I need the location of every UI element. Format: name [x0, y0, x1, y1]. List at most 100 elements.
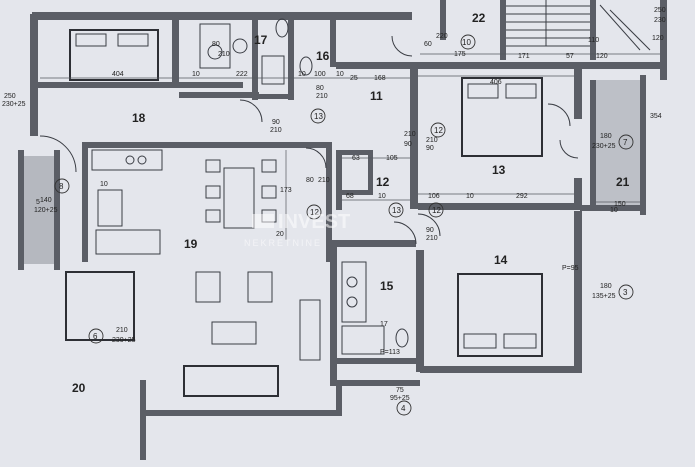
- shower-17: [199, 23, 231, 69]
- room-label-22: 22: [472, 11, 486, 25]
- marker-13b: 13: [392, 206, 401, 215]
- dim-63: 63: [352, 155, 360, 162]
- wall-17-bottom: [179, 92, 259, 98]
- door-swing-18: [239, 99, 263, 123]
- wall-18-17: [172, 12, 179, 88]
- dim-406: 406: [490, 79, 502, 86]
- dim-150: 150: [614, 201, 626, 208]
- dim-75: 75: [396, 387, 404, 394]
- dim-57: 57: [566, 53, 574, 60]
- room-label-13: 13: [492, 163, 506, 177]
- dim-5: 5: [36, 199, 40, 206]
- hob-2: [137, 155, 147, 165]
- dim-110: 110: [588, 37, 599, 44]
- toilet-17: [275, 18, 289, 38]
- pillow-13b: [505, 83, 537, 99]
- wall-15-top: [330, 240, 416, 247]
- wall-left-upper: [30, 14, 38, 136]
- dim-230-25b: 230+25: [592, 143, 616, 150]
- wall-terrace-20-right: [140, 380, 146, 460]
- dim-404: 404: [112, 71, 124, 78]
- wall-13-right-lower: [574, 178, 582, 208]
- wall-stair-left: [500, 0, 506, 60]
- armchair-2: [247, 271, 273, 303]
- toilet-16: [299, 56, 313, 76]
- marker-3: 3: [623, 288, 628, 297]
- dim-210f: 210: [116, 327, 128, 334]
- armchair-1: [195, 271, 221, 303]
- dim-210c: 210: [426, 137, 438, 144]
- wall-corridor-top: [336, 62, 666, 69]
- wall-21-right: [640, 75, 646, 215]
- room-label-11: 11: [370, 89, 383, 103]
- dim-210a: 210: [270, 127, 282, 134]
- dim-10g: 10: [610, 207, 618, 214]
- chair-1: [205, 159, 221, 173]
- marker-4: 4: [401, 404, 406, 413]
- wall-22-left: [440, 0, 446, 40]
- wall-12-left: [336, 150, 342, 210]
- dim-100: 100: [314, 71, 326, 78]
- room-label-21: 21: [616, 175, 630, 189]
- wall-stair-right: [590, 0, 596, 60]
- dim-135-25: 135+25: [592, 293, 616, 300]
- chair-4: [261, 159, 277, 173]
- marker-7: 7: [623, 138, 628, 147]
- dim-173: 173: [280, 187, 292, 194]
- dim-95-25: 95+25: [390, 395, 410, 402]
- dim-168: 168: [374, 75, 386, 82]
- wall-18-bottom: [38, 82, 243, 88]
- dim-60: 60: [424, 41, 432, 48]
- pillow-14a: [463, 333, 497, 349]
- dim-106: 106: [428, 193, 440, 200]
- dim-230-25c: 230+25: [112, 337, 136, 344]
- watermark: INVEST NEKRETNINE: [244, 211, 350, 248]
- dim-140: 140: [40, 197, 52, 204]
- hob-1: [125, 155, 135, 165]
- tv-unit: [299, 299, 321, 361]
- wall-21-left: [590, 80, 596, 210]
- wall-14-left: [416, 250, 424, 372]
- wall-15-left: [330, 240, 337, 380]
- dim-80b: 80: [306, 177, 314, 184]
- sink-15b: [346, 296, 358, 308]
- washer-16: [261, 55, 285, 85]
- watermark-brand: INVEST: [278, 211, 350, 233]
- wall-19-left: [82, 142, 88, 262]
- room-label-14: 14: [494, 253, 508, 267]
- sink-17a: [207, 44, 223, 60]
- wall-balcony-8-left: [18, 150, 24, 270]
- dim-10d: 10: [378, 193, 386, 200]
- room-label-17: 17: [254, 33, 268, 47]
- sink-17b: [232, 38, 248, 54]
- bathtub-15: [341, 261, 367, 323]
- room-label-12: 12: [376, 175, 390, 189]
- marker-8: 8: [59, 182, 64, 191]
- wall-19-right-lower: [336, 380, 342, 416]
- dim-210b: 210: [316, 93, 328, 100]
- door-swing-balcony-8: [39, 135, 77, 173]
- dim-10c: 10: [336, 71, 344, 78]
- dim-210e: 210: [318, 177, 330, 184]
- wall-12-top: [342, 150, 372, 155]
- room-label-18: 18: [132, 111, 146, 125]
- wall-11-13: [410, 69, 418, 209]
- dim-180b: 180: [600, 283, 612, 290]
- dim-80a: 80: [316, 85, 324, 92]
- kitchen-counter-side: [97, 189, 123, 227]
- marker-10: 10: [462, 38, 471, 47]
- wall-17-16: [252, 20, 258, 100]
- dim-175: 175: [454, 51, 466, 58]
- door-swings: [39, 35, 579, 245]
- marker-12c: 12: [432, 206, 441, 215]
- dim-171: 171: [518, 53, 530, 60]
- pillow-18a: [75, 33, 107, 47]
- dim-222: 222: [236, 71, 248, 78]
- marker-6: 6: [93, 332, 98, 341]
- dim-230-25a: 230+25: [2, 101, 26, 108]
- marker-12a: 12: [434, 126, 443, 135]
- bed-18: [69, 29, 159, 81]
- wall-13-14: [418, 203, 582, 210]
- wall-16-right: [288, 20, 294, 100]
